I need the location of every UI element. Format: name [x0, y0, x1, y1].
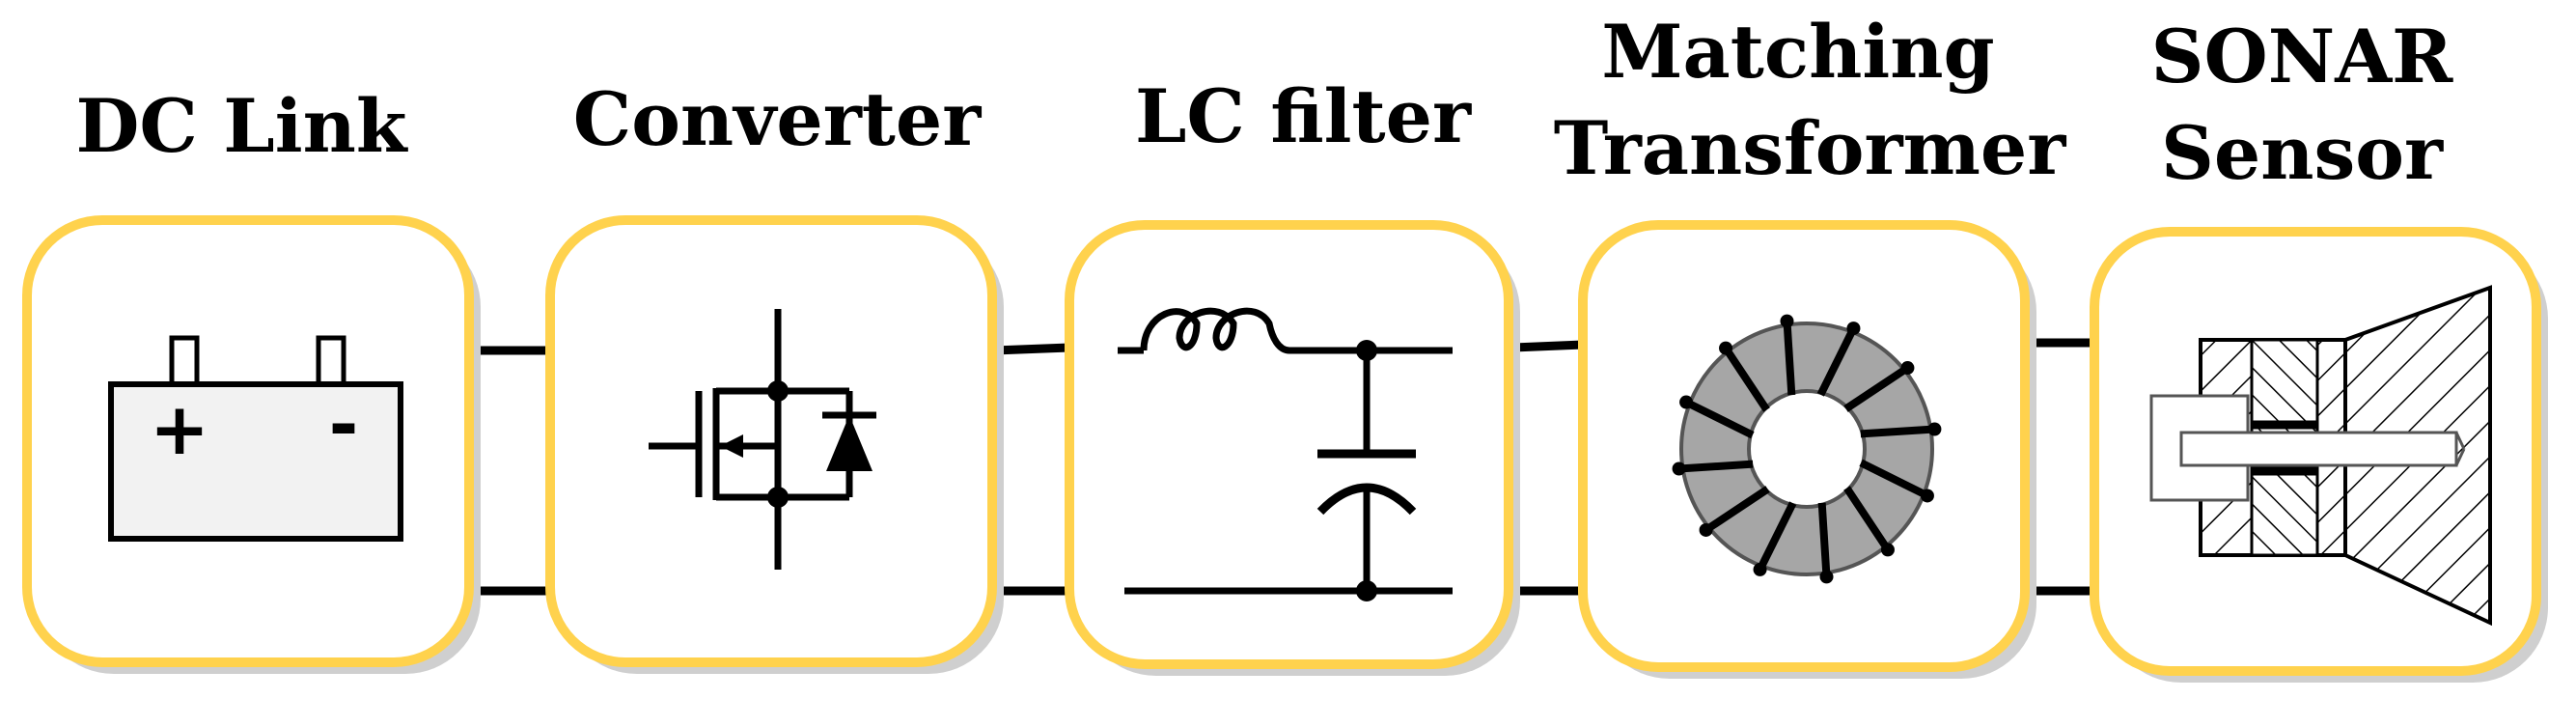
transformer-windings [1672, 314, 1942, 584]
winding-turn [1843, 364, 1910, 412]
winding-terminal [1920, 489, 1934, 503]
winding-terminal [1846, 322, 1861, 336]
winding-terminal [1780, 314, 1794, 328]
matching-transformer-title-line1: Matching [1601, 9, 1994, 95]
toroid-transformer-icon [1672, 314, 1942, 584]
battery-plus-label: + [150, 388, 209, 471]
winding-terminal [1900, 361, 1915, 376]
winding-turn [1703, 486, 1770, 534]
winding-turn [1722, 346, 1770, 412]
lc-filter-title: LC filter [1135, 73, 1472, 159]
sonar-sensor-title-line1: SONAR [2151, 14, 2454, 99]
winding-terminal [1753, 562, 1767, 576]
battery-icon: + - [108, 335, 403, 542]
winding-terminal [1679, 395, 1694, 409]
winding-turn [1843, 486, 1892, 552]
sonar-sensor-title-line2: Sensor [2161, 110, 2444, 196]
sonar-sensor-block [2090, 227, 2548, 683]
lc-filter-icon [1118, 307, 1453, 601]
winding-turn [1783, 321, 1796, 396]
connection-wires [471, 338, 2096, 596]
dc-link-title: DC Link [75, 83, 407, 169]
battery-minus-label: - [329, 383, 359, 466]
winding-turn [1816, 326, 1858, 397]
winding-terminal [1927, 422, 1942, 436]
mosfet-diode-icon [649, 309, 876, 570]
winding-terminal [1819, 570, 1834, 584]
winding-terminal [1880, 543, 1895, 557]
winding-terminal [1699, 522, 1713, 537]
converter-title: Converter [573, 76, 982, 162]
winding-turn [1860, 425, 1935, 438]
winding-turn [1684, 398, 1755, 439]
winding-turn [1756, 501, 1797, 572]
dc-link-block: + - [22, 215, 481, 674]
matching-transformer-block [1578, 220, 2036, 679]
winding-turn [1817, 502, 1831, 577]
converter-block [545, 215, 1004, 674]
winding-turn [1678, 460, 1754, 473]
winding-turn [1859, 459, 1929, 500]
sonar-transducer-icon [2149, 285, 2492, 627]
winding-terminal [1719, 341, 1733, 355]
winding-terminal [1672, 461, 1686, 476]
lc-filter-block [1065, 220, 1520, 676]
matching-transformer-title-line2: Transformer [1554, 105, 2067, 191]
